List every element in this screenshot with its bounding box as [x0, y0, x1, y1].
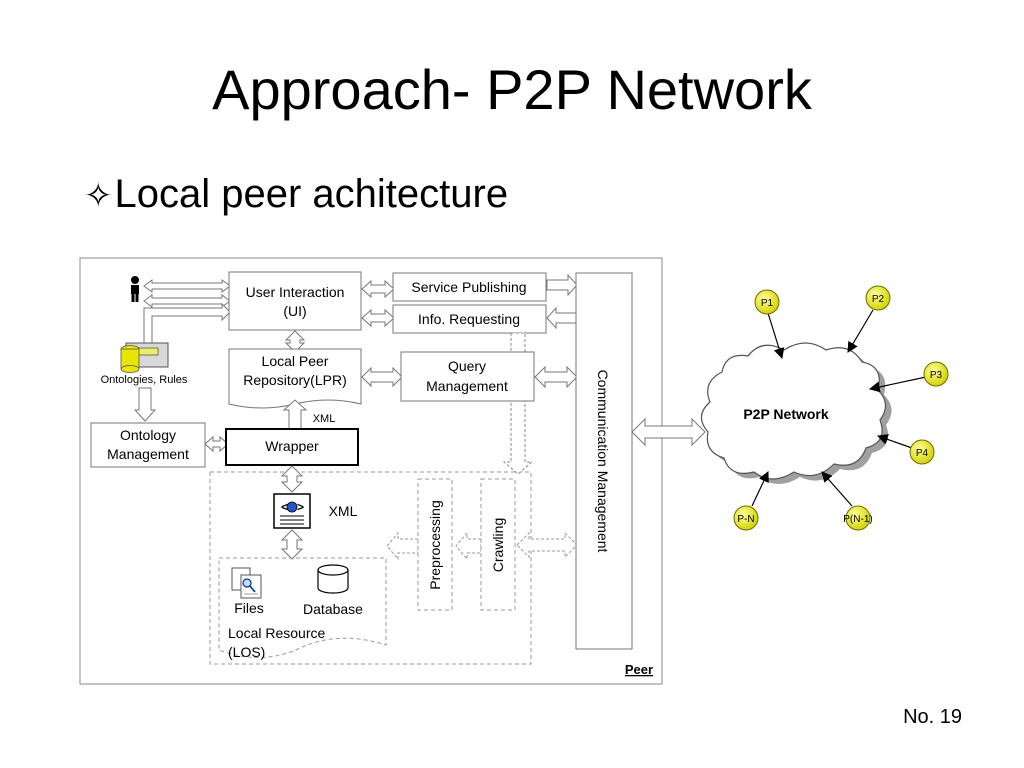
p2p-network-label: P2P Network — [743, 406, 829, 422]
peer-node-pn1: P(N-1) — [843, 505, 873, 531]
ontologies-ui-arrow — [143, 302, 231, 346]
ontologies-rules-label: Ontologies, Rules — [101, 374, 188, 386]
p4-arrow — [876, 434, 913, 449]
peer-node-pn: P-N — [733, 505, 759, 531]
database-icon — [317, 564, 349, 594]
wrapper-xml-double-arrow — [280, 465, 304, 493]
peer-node-p3: P3 — [923, 361, 949, 387]
p3-arrow — [868, 376, 927, 393]
pn1-arrow — [821, 471, 853, 507]
info-requesting-box — [392, 304, 547, 334]
peer-node-pn1-label: P(N-1) — [843, 514, 872, 525]
preprocessing-label: Preprocessing — [427, 500, 443, 590]
ontology-management-box — [90, 422, 206, 468]
peer-node-p3-label: P3 — [930, 370, 943, 381]
xml-document-label: XML — [329, 503, 358, 519]
query-management-label-line2: Management — [426, 378, 508, 394]
query-management-label-line1: Query — [448, 358, 486, 374]
user-interaction-box — [228, 271, 362, 331]
peer-node-p4-label: P4 — [916, 448, 929, 459]
slide-number: No. 19 — [903, 706, 962, 728]
peer-node-pn-label: P-N — [737, 514, 754, 525]
p2-arrow — [847, 309, 874, 353]
p2p-network-cloud — [700, 342, 892, 484]
peer-node-p4: P4 — [909, 439, 935, 465]
user-interaction-label-line1: User Interaction — [246, 284, 345, 300]
xml-local-resource-double-arrow — [280, 529, 304, 560]
local-peer-repository-label-line1: Local Peer — [262, 353, 329, 369]
peer-frame-label: Peer — [625, 662, 653, 677]
preprocessing-to-resource-arrow — [386, 531, 419, 561]
svg-text:>: > — [297, 500, 304, 514]
bullet-item: ✧Local peer achitecture — [84, 174, 508, 214]
bullet-text: Local peer achitecture — [114, 172, 509, 216]
ontologies-rules-icon — [120, 342, 169, 373]
svg-text:<: < — [281, 500, 288, 514]
communication-management-label: Communication Management — [595, 370, 611, 553]
local-resource-label-line2: (LOS) — [228, 644, 265, 660]
peer-node-p2: P2 — [865, 285, 891, 311]
local-peer-repository-label-line2: Repository(LPR) — [243, 372, 346, 388]
local-resource-label-line1: Local Resource — [228, 625, 325, 641]
service-publishing-box — [392, 272, 547, 302]
peer-frame — [79, 257, 663, 685]
comm-network-double-arrow — [631, 417, 706, 447]
user-interaction-label-line2: (UI) — [283, 303, 306, 319]
files-icon — [231, 567, 262, 599]
database-label: Database — [303, 601, 363, 617]
wrapper-box — [225, 428, 359, 466]
slide-title: Approach- P2P Network — [212, 58, 812, 121]
peer-node-p2-label: P2 — [872, 294, 885, 305]
local-region-box — [209, 471, 532, 665]
xml-document-icon: < > — [273, 493, 311, 529]
communication-management-box — [575, 272, 633, 650]
crawling-label: Crawling — [490, 518, 506, 572]
comm-to-info-arrow — [546, 306, 578, 330]
crawling-to-preprocessing-arrow — [455, 531, 482, 561]
local-resource-box — [218, 557, 387, 658]
info-requesting-label: Info. Requesting — [418, 311, 520, 327]
peer-node-p1: P1 — [754, 289, 780, 315]
service-publishing-label: Service Publishing — [411, 279, 526, 295]
p1-arrow — [767, 312, 785, 360]
ontologies-down-arrow — [133, 387, 157, 422]
preprocessing-box — [417, 478, 453, 611]
crawling-box — [480, 478, 516, 611]
peer-node-p1-label: P1 — [761, 298, 774, 309]
ontology-management-label-line2: Management — [107, 446, 189, 462]
four-point-star-icon: ✧ — [84, 177, 113, 215]
service-to-comm-arrow — [546, 273, 578, 297]
xml-small-label: XML — [313, 413, 336, 425]
user-person-icon — [131, 276, 139, 302]
wrapper-label: Wrapper — [265, 438, 319, 454]
files-label: Files — [234, 600, 264, 616]
query-management-box — [400, 351, 535, 402]
wrapper-to-lpr-arrow — [282, 399, 308, 430]
pn-arrow — [751, 471, 769, 507]
ontology-management-label-line1: Ontology — [120, 427, 176, 443]
